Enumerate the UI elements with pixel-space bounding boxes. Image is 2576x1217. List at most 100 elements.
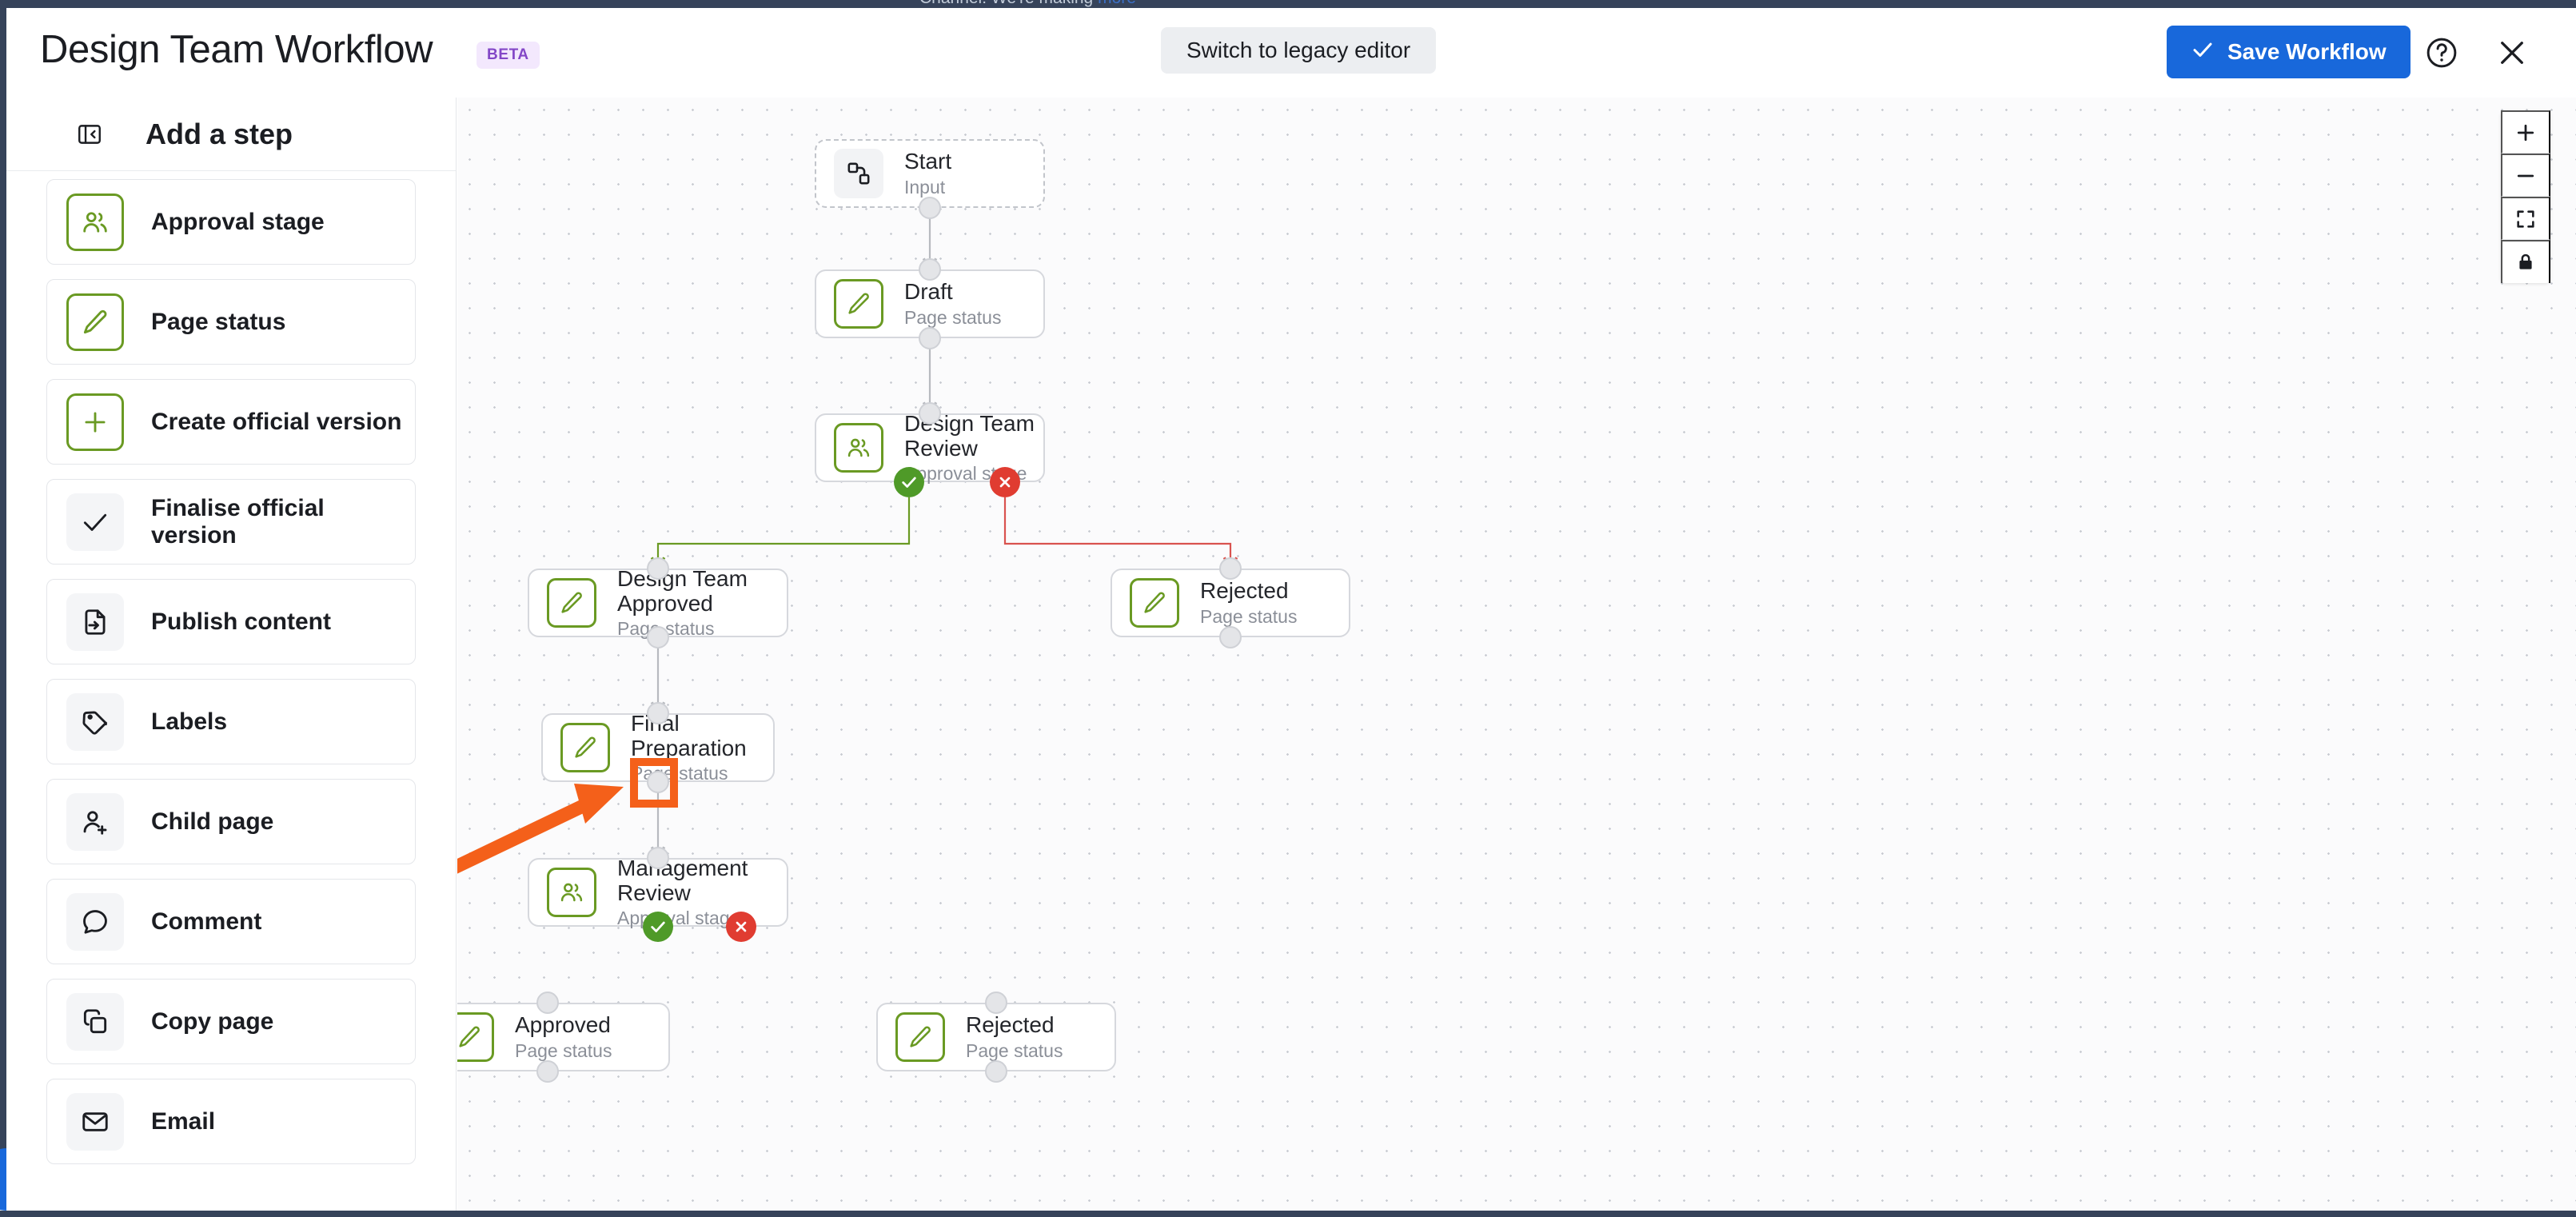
approved-top-handle[interactable] [536,992,559,1014]
node-title: Approved [515,1012,611,1038]
node-title: Rejected [1200,578,1289,604]
sidebar-title: Add a step [146,117,293,150]
plus-icon [66,393,124,451]
page-title: Design Team Workflow [40,28,433,71]
node-title: Rejected [966,1012,1055,1038]
switch-to-legacy-editor-button[interactable]: Switch to legacy editor [1161,27,1437,74]
workflow-editor-app: Design Team Workflow BETA Switch to lega… [6,8,2576,1211]
help-circle-icon[interactable] [2422,34,2461,72]
rejected-bottom-handle[interactable] [1219,626,1242,648]
sidebar-item-comment[interactable]: Comment [46,879,416,964]
management-review-approve-badge[interactable] [643,912,673,942]
workflow-edges [457,208,2576,1211]
draft-top-handle[interactable] [919,258,941,281]
browser-top-strip: Channel: We're making more [0,0,2576,8]
panel-collapse-icon[interactable] [75,120,104,149]
pencil-icon [560,723,610,772]
approved-bottom-handle[interactable] [536,1060,559,1083]
sidebar-item-labels[interactable]: Labels [46,679,416,764]
design-team-approved-top-handle[interactable] [647,557,669,580]
copy-icon [66,992,124,1051]
app-header: Design Team Workflow BETA Switch to lega… [6,8,2576,98]
check-icon [66,493,124,551]
publish-file-icon [66,593,124,651]
sidebar-item-label: Email [151,1107,216,1135]
node-subtitle: Approval stage [904,463,1027,485]
sidebar-item-label: Copy page [151,1008,274,1035]
person-plus-icon [66,792,124,851]
lock-icon[interactable] [2501,240,2550,283]
save-workflow-label: Save Workflow [2227,39,2387,64]
envelope-icon [66,1092,124,1151]
people-icon [834,423,883,473]
draft-bottom-handle[interactable] [919,327,941,349]
node-subtitle: Page status [617,618,715,640]
sidebar-item-email[interactable]: Email [46,1079,416,1164]
sidebar-item-label: Finalise official version [151,494,325,549]
node-title: Management Review [617,855,748,906]
pencil-icon [547,578,596,628]
node-subtitle: Page status [904,306,1002,328]
sidebar-item-finalise-official-version[interactable]: Finalise official version [46,479,416,565]
browser-bottom-edge [0,1211,2576,1217]
pencil-icon [895,1012,945,1062]
node-subtitle: Input [904,176,946,198]
node-subtitle: Page status [1200,605,1298,627]
check-icon [2191,38,2215,67]
node-subtitle: Page status [515,1039,612,1061]
sidebar-item-label: Child page [151,808,274,835]
close-icon[interactable] [2493,34,2531,72]
rejected-final-bottom-handle[interactable] [985,1060,1007,1083]
flow-start-icon [834,149,883,198]
browser-strip-text: Channel: We're making more [919,0,1136,8]
final-preparation-top-handle[interactable] [647,702,669,724]
design-team-review-top-handle[interactable] [919,402,941,425]
design-team-approved-bottom-handle[interactable] [647,626,669,648]
rejected-top-handle[interactable] [1219,557,1242,580]
design-team-review-reject-badge[interactable] [990,467,1020,497]
management-review-top-handle[interactable] [647,847,669,869]
sidebar-item-label: Create official version [151,408,402,435]
sidebar-item-label: Publish content [151,608,331,635]
node-subtitle: Page status [966,1039,1063,1061]
beta-badge: BETA [477,42,540,69]
node-title: Draft [904,279,953,305]
node-title: Design Team Approved [617,565,748,616]
fit-screen-icon[interactable] [2501,197,2550,240]
sidebar-item-approval-stage[interactable]: Approval stage [46,179,416,265]
rejected-final-top-handle[interactable] [985,992,1007,1014]
zoom-in-button[interactable] [2501,110,2550,154]
sidebar-item-copy-page[interactable]: Copy page [46,979,416,1064]
sidebar-item-publish-content[interactable]: Publish content [46,579,416,664]
comment-icon [66,892,124,951]
node-subtitle: Approval stage [617,908,740,929]
save-workflow-button[interactable]: Save Workflow [2167,26,2411,78]
sidebar-item-page-status[interactable]: Page status [46,279,416,365]
canvas-zoom-panel [2501,110,2550,283]
final-preparation-bottom-handle[interactable] [647,771,669,793]
design-team-review-approve-badge[interactable] [894,467,924,497]
browser-left-edge [0,8,6,1209]
sidebar-item-child-page[interactable]: Child page [46,779,416,864]
sidebar-header: Add a step [6,98,456,171]
management-review-reject-badge[interactable] [726,912,756,942]
sidebar-item-create-official-version[interactable]: Create official version [46,379,416,465]
pencil-icon [1130,578,1179,628]
tag-icon [66,692,124,751]
pencil-icon [834,279,883,329]
start-bottom-handle[interactable] [919,197,941,219]
zoom-out-button[interactable] [2501,154,2550,197]
people-icon [547,868,596,917]
